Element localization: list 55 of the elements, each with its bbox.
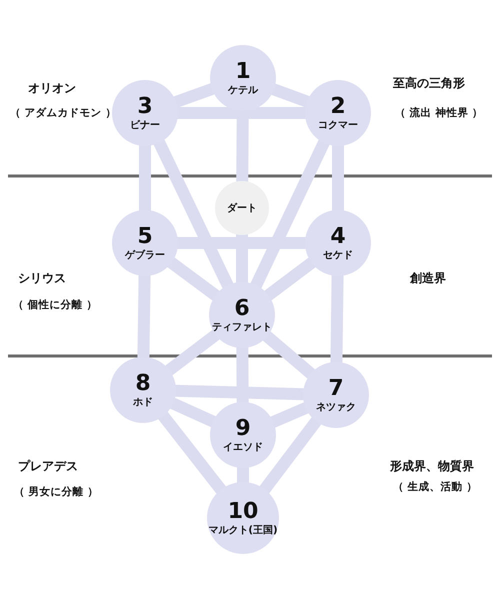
sephirah-name: ネツァク	[316, 400, 356, 414]
connector-path	[250, 138, 330, 290]
connector-path	[262, 330, 316, 380]
sephirah-number: 1	[235, 60, 251, 84]
connector-path	[164, 328, 221, 376]
connector-path	[263, 256, 317, 302]
connector-path	[176, 237, 307, 249]
sephirah-number: 4	[330, 224, 346, 248]
sephirah-name: セケド	[323, 248, 353, 262]
connector-path	[269, 402, 310, 428]
note-text: （ 個性に分離 ）	[13, 298, 98, 312]
connector-path	[153, 138, 234, 290]
sephirah-number: 6	[234, 296, 250, 320]
realm-label: 至高の三角形	[393, 75, 465, 92]
sephirah-circle	[210, 402, 276, 468]
sephirah-name: ダート	[227, 202, 257, 214]
connector-path	[236, 346, 249, 404]
sephirah-name: マルクト(王国)	[208, 524, 278, 536]
connector-path	[330, 274, 344, 364]
note-text: （ 生成、活動 ）	[393, 480, 478, 494]
connector-path	[237, 466, 249, 484]
connector-path	[176, 107, 307, 119]
connector-path	[137, 274, 151, 360]
sephirah-number: 2	[330, 94, 346, 118]
sephirah-name: ビナー	[130, 118, 160, 132]
sephirah-number: 5	[137, 224, 153, 248]
sephirah-name: ケテル	[228, 84, 258, 96]
note-text: （ アダムカドモン ）	[10, 106, 116, 120]
note-text: （ 流出 神性界 ）	[395, 106, 483, 120]
sephirah-number: 7	[328, 376, 344, 400]
note-text: （ 男女に分離 ）	[14, 485, 98, 499]
constellation-label: シリウス	[18, 270, 66, 287]
sephirah-name: ティファレト	[212, 320, 272, 334]
sephirah-name: コクマー	[318, 118, 358, 132]
connector-path	[174, 384, 306, 400]
sephirah-name: ゲブラー	[125, 248, 165, 262]
connector-path	[236, 233, 248, 284]
connector-path	[166, 256, 221, 302]
connector-path	[332, 144, 344, 212]
sephirah-name: ホド	[133, 396, 153, 408]
connector-path	[139, 144, 151, 212]
sephirah-number: 3	[137, 94, 153, 118]
sephirah-number: 9	[235, 416, 251, 440]
constellation-label: プレアデス	[18, 458, 78, 475]
sephirah-name: イエソド	[223, 440, 263, 454]
sephirah-number: 8	[135, 372, 151, 396]
connector-path	[168, 397, 218, 428]
connector-path	[172, 82, 216, 108]
connector-path	[258, 416, 322, 495]
realm-label: 形成界、物質界	[390, 458, 474, 475]
connector-path	[270, 83, 311, 108]
sephirah-number: 10	[228, 500, 258, 524]
connector-path	[157, 410, 227, 495]
realm-label: 創造界	[410, 270, 446, 287]
constellation-label: オリオン	[28, 80, 76, 97]
